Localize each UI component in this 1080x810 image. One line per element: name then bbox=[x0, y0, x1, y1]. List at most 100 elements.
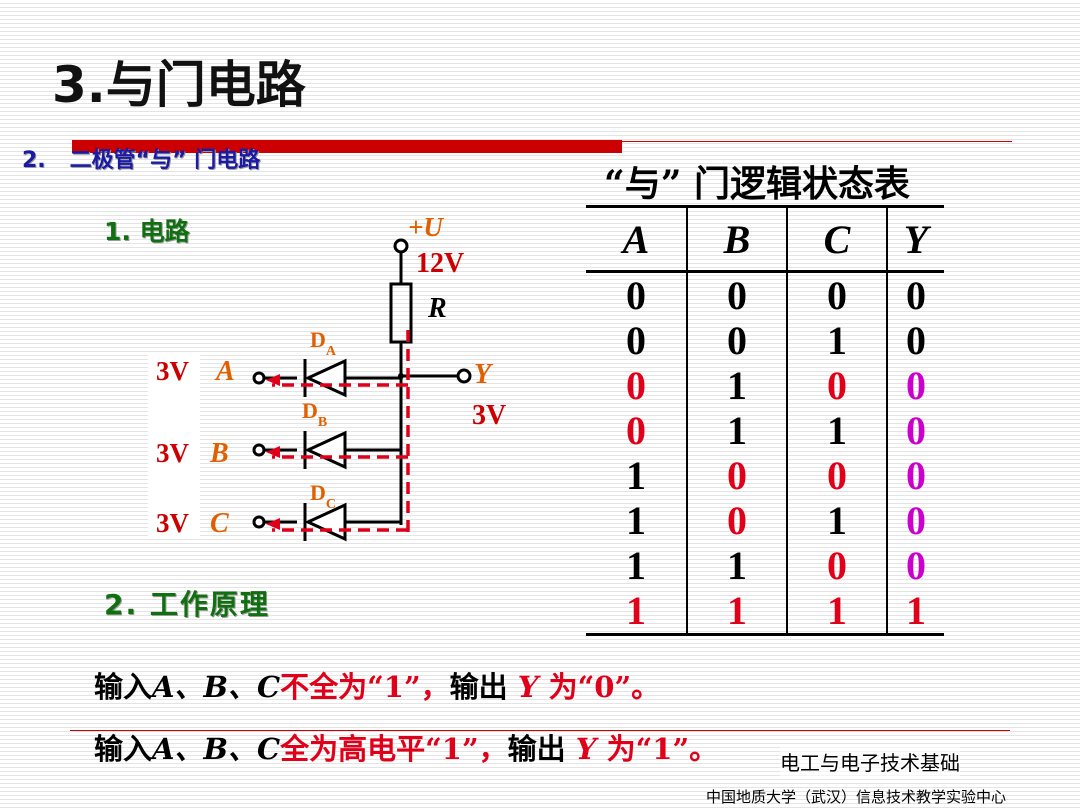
stmt1-prefix: 输入 bbox=[94, 670, 153, 704]
principle-statement-2: 输入A、B、C全为高电平“1”，输出 Y 为“1”。 bbox=[94, 726, 718, 768]
truth-table-header-a: A bbox=[586, 205, 688, 273]
truth-table-cell: 1 bbox=[687, 408, 788, 453]
junction-dot bbox=[398, 373, 404, 379]
truth-table-header-b: B bbox=[687, 205, 788, 273]
stmt2-output-word: 输出 bbox=[507, 732, 566, 766]
subtitle-number: 2. bbox=[22, 148, 46, 173]
stmt1-y: Y bbox=[517, 670, 539, 704]
stmt2-vars: A、B、C bbox=[152, 732, 281, 766]
title-accent-bar bbox=[72, 140, 622, 153]
truth-table-cell: 0 bbox=[787, 271, 888, 318]
output-label: Y bbox=[474, 359, 494, 390]
supply-terminal bbox=[393, 238, 409, 254]
truth-table-cell: 0 bbox=[787, 543, 888, 588]
current-path bbox=[272, 330, 410, 532]
footer-institution: 中国地质大学（武汉）信息技术教学实验中心 bbox=[706, 788, 1007, 806]
output-voltage-label: 3V bbox=[472, 400, 506, 431]
diode-a-symbol bbox=[304, 358, 347, 398]
title-accent-line bbox=[622, 141, 1012, 142]
truth-table-cell: 1 bbox=[586, 588, 688, 636]
current-arrows bbox=[266, 374, 280, 530]
truth-table-cell: 1 bbox=[787, 588, 888, 636]
resistor-label: R bbox=[427, 293, 447, 324]
truth-table-cell: 0 bbox=[906, 498, 926, 543]
truth-table-cell: 1 bbox=[586, 543, 688, 588]
truth-table-cell: 1 bbox=[687, 543, 788, 588]
stmt1-vars: A、B、C bbox=[152, 670, 281, 704]
circuit-wires bbox=[252, 238, 472, 529]
truth-table-cell: 0 bbox=[586, 318, 688, 363]
truth-table-cell: 0 bbox=[586, 271, 688, 318]
stmt1-condition: 不全为“1”， bbox=[280, 670, 450, 704]
diode-b-symbol bbox=[304, 430, 347, 470]
truth-table-cell: 0 bbox=[906, 318, 926, 363]
arrow-b bbox=[266, 446, 280, 458]
truth-table-cell: 0 bbox=[906, 363, 926, 408]
truth-table-cell: 0 bbox=[687, 453, 788, 498]
stmt2-condition: 全为高电平“1”， bbox=[280, 732, 508, 766]
supply-voltage-label: 12V bbox=[416, 248, 464, 279]
input-a-label: A bbox=[214, 356, 235, 387]
input-c-label: C bbox=[210, 508, 229, 539]
input-c-terminal bbox=[252, 515, 266, 529]
diode-b-label: DB bbox=[302, 398, 327, 430]
truth-table-cell: 0 bbox=[787, 453, 888, 498]
diode-a-label: DA bbox=[310, 327, 337, 359]
truth-table-cell: 1 bbox=[787, 408, 888, 453]
supply-label: +U bbox=[408, 212, 444, 242]
stmt2-result: 为“1”。 bbox=[606, 732, 719, 766]
section-principle-heading: 2. 工作原理 bbox=[104, 588, 270, 621]
input-labels-backdrop bbox=[148, 355, 200, 539]
principle-statement-1: 输入A、B、C不全为“1”，输出 Y 为“0”。 bbox=[94, 664, 660, 706]
footer-course-name: 电工与电子技术基础 bbox=[780, 747, 960, 776]
truth-table-cell: 1 bbox=[887, 588, 944, 636]
slide-title: 3.与门电路 bbox=[52, 56, 306, 114]
truth-table-cell: 0 bbox=[906, 273, 926, 318]
bottom-rule bbox=[70, 730, 1010, 731]
stmt1-result: 为“0”。 bbox=[548, 670, 661, 704]
output-terminal bbox=[456, 368, 472, 384]
stmt2-y: Y bbox=[575, 732, 597, 766]
truth-table-cell: 0 bbox=[586, 408, 688, 453]
input-b-voltage: 3V bbox=[156, 438, 190, 468]
and-gate-circuit-diagram: +U 12V R DA DB DC 3V A 3V B 3V C Y 3V bbox=[148, 212, 506, 542]
truth-table-cell: 0 bbox=[906, 453, 926, 498]
truth-table-cell: 1 bbox=[787, 318, 888, 363]
diode-c-label: DC bbox=[310, 480, 336, 512]
arrow-c bbox=[266, 518, 280, 530]
truth-table-cell: 1 bbox=[687, 363, 788, 408]
input-a-terminal bbox=[252, 371, 266, 385]
truth-table-cell: 0 bbox=[687, 318, 788, 363]
subtitle: 2.二极管“与” 门电路 bbox=[22, 142, 260, 174]
truth-table-cell: 0 bbox=[586, 363, 688, 408]
truth-table-cell: 1 bbox=[586, 498, 688, 543]
truth-table-cell: 0 bbox=[906, 408, 926, 453]
truth-table-cell: 1 bbox=[687, 588, 788, 636]
truth-table-cell: 0 bbox=[687, 271, 788, 318]
input-c-voltage: 3V bbox=[156, 508, 190, 538]
input-b-label: B bbox=[209, 438, 229, 469]
truth-table-cell: 1 bbox=[586, 453, 688, 498]
stmt2-prefix: 输入 bbox=[94, 732, 153, 766]
truth-table-header-c: C bbox=[787, 205, 888, 273]
input-a-voltage: 3V bbox=[156, 356, 190, 386]
truth-table-cell: 0 bbox=[687, 498, 788, 543]
truth-table-title: “与” 门逻辑状态表 bbox=[604, 163, 910, 205]
truth-table-cell: 1 bbox=[787, 498, 888, 543]
stmt1-output-word: 输出 bbox=[449, 670, 508, 704]
input-b-terminal bbox=[252, 443, 266, 457]
section-circuit-heading: 1. 电路 bbox=[104, 217, 190, 246]
arrow-a bbox=[266, 374, 280, 386]
truth-table-cell: 0 bbox=[906, 543, 926, 588]
truth-table-header-y: Y bbox=[887, 205, 944, 273]
